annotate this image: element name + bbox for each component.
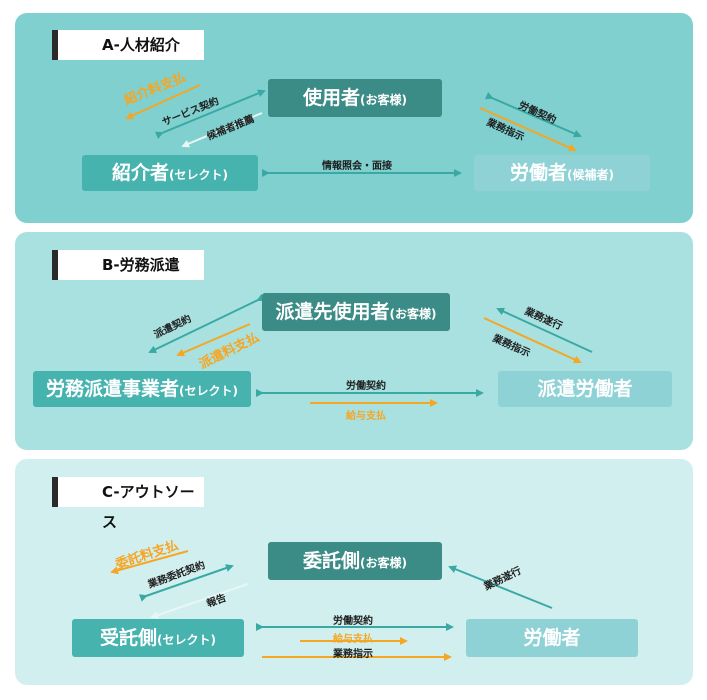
a-worker-node: 労働者(候補者) (474, 155, 650, 191)
section-c-tag: C-アウトソース (52, 477, 204, 531)
b-dispatch-arrow (148, 293, 266, 354)
c-fee-arrow (110, 550, 189, 575)
c-worker-node: 労働者 (466, 619, 638, 657)
b-agency-node: 労務派遣事業者(セレクト) (33, 371, 251, 407)
c-client-node: 委託側(お客様) (268, 542, 442, 580)
a-labor-arrow (484, 91, 582, 138)
b-salary-label: 給与支払 (346, 411, 386, 422)
a-info-label: 情報照会・面接 (322, 161, 392, 172)
c-contractor-node: 受託側(セレクト) (72, 619, 244, 657)
b-worker-node: 派遣労働者 (498, 371, 672, 407)
c-perform-arrow (448, 565, 553, 609)
a-introducer-node: 紹介者(セレクト) (82, 155, 258, 191)
section-b-tag: B-労務派遣 (52, 250, 204, 280)
a-employer-node: 使用者(お客様) (268, 79, 442, 117)
c-labor-label: 労働契約 (333, 616, 373, 627)
b-instruct-arrow (483, 317, 582, 364)
section-a-tag: A-人材紹介 (52, 30, 204, 60)
a-instruct-arrow (479, 107, 577, 152)
b-fee-arrow (176, 323, 251, 357)
a-recommend-arrow (181, 112, 263, 148)
a-service-arrow (154, 89, 266, 139)
c-contract-arrow (139, 564, 234, 602)
b-labor-label: 労働契約 (346, 381, 386, 392)
c-report-arrow (150, 583, 249, 619)
b-perform-arrow (496, 307, 593, 353)
b-client-node: 派遣先使用者(お客様) (262, 293, 450, 331)
c-salary-label: 給与支払 (333, 634, 373, 645)
c-instruct-label: 業務指示 (333, 649, 373, 660)
